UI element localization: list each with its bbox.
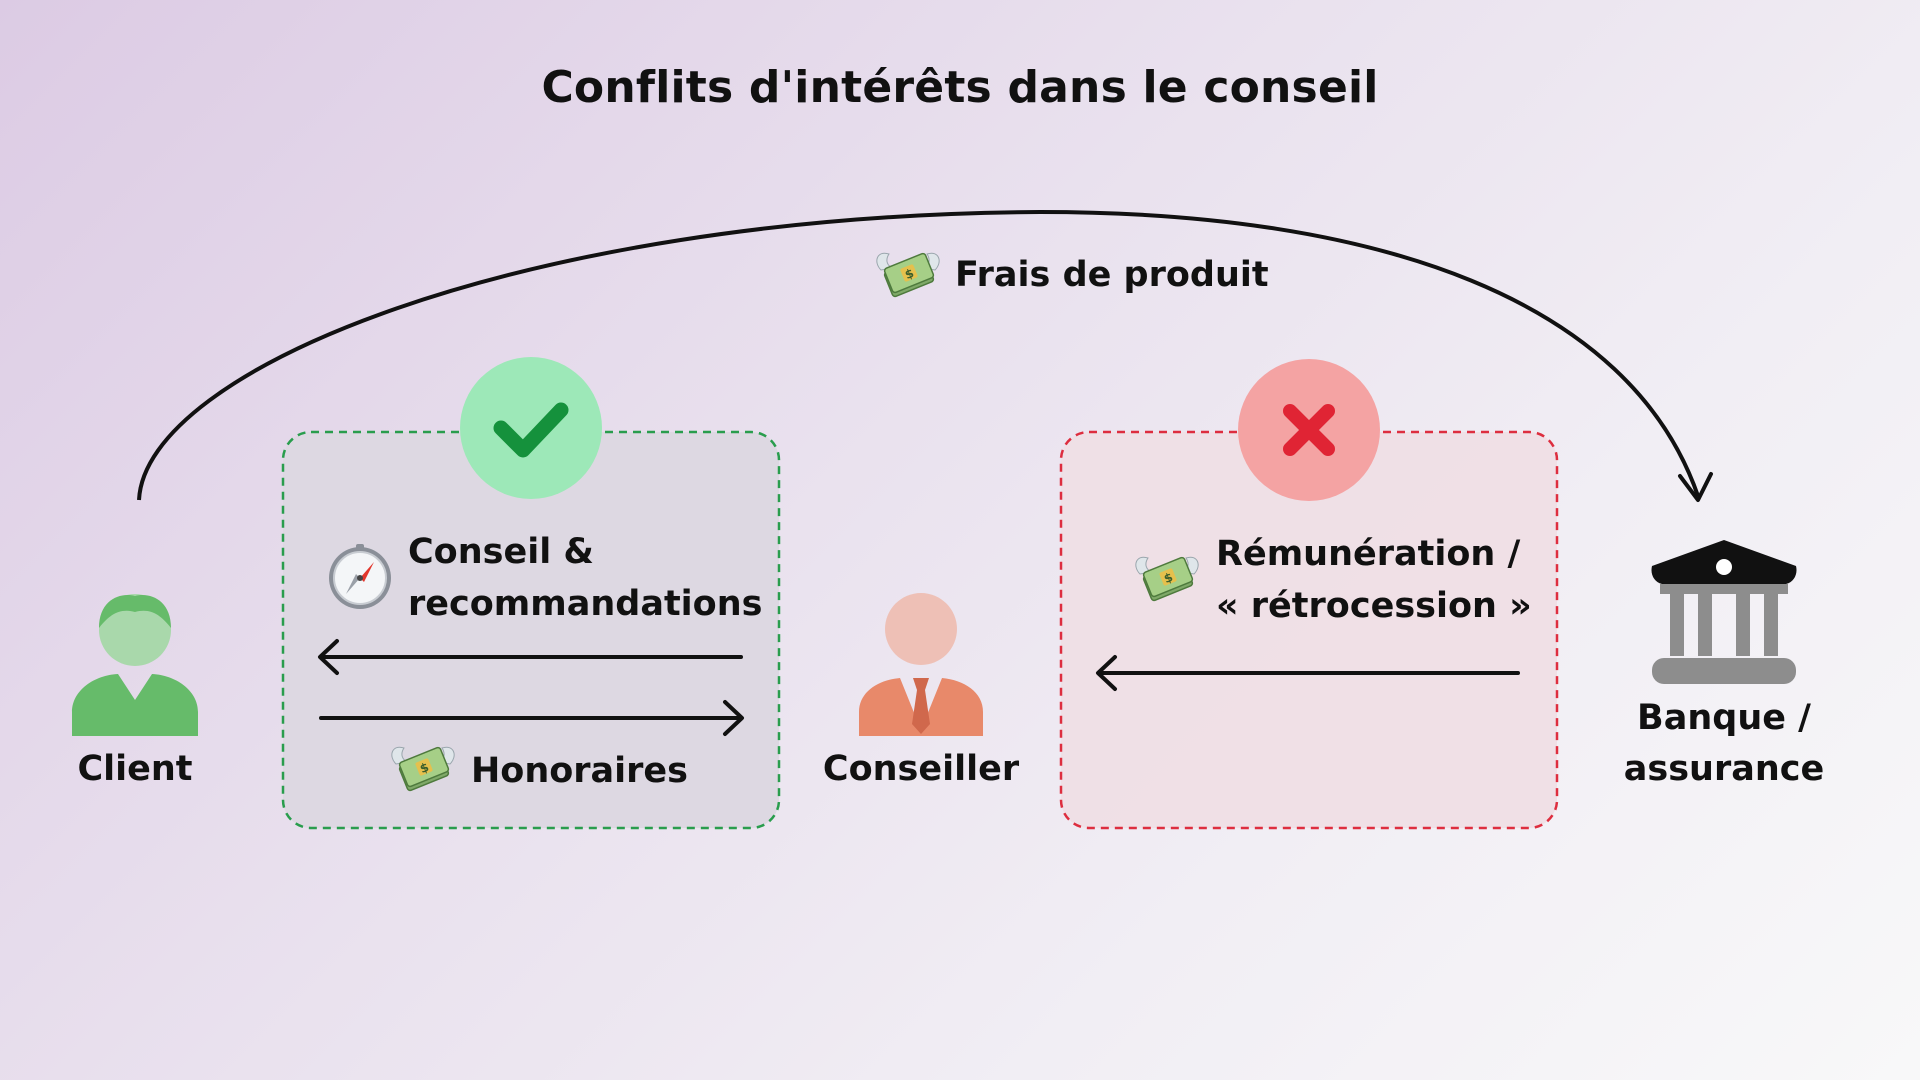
retrocession-label-line1: Rémunération / [1216,534,1521,574]
product-fees-arc [137,209,1700,501]
good-box [281,430,781,830]
checkmark-icon [493,402,569,458]
bad-box [1059,430,1559,830]
bank-label-line1: Banque / [1637,698,1811,738]
client-label: Client [77,749,193,789]
retrocession-label-line2: « rétrocession » [1216,586,1532,626]
product-fees-label: Frais de produit [955,255,1269,295]
bank-label-line2: assurance [1623,749,1825,789]
page-title: Conflits d'intérêts dans le conseil [541,62,1379,113]
cross-icon [1283,404,1335,456]
fees-arrow [319,700,744,736]
advice-label-line1: Conseil & [408,532,594,572]
bank-icon [1651,540,1797,684]
advice-arrow [318,639,743,675]
arc-arrowhead [1678,472,1713,502]
advice-label-line2: recommandations [408,584,763,624]
fees-label: Honoraires [471,751,689,791]
compass-icon [329,544,391,609]
retrocession-arrow [1096,655,1520,691]
money-with-wings-icon [876,251,940,299]
conseiller-label: Conseiller [822,749,1020,789]
good-badge [460,357,602,499]
client-person-icon [72,594,198,736]
conseiller-person-icon [859,593,983,736]
